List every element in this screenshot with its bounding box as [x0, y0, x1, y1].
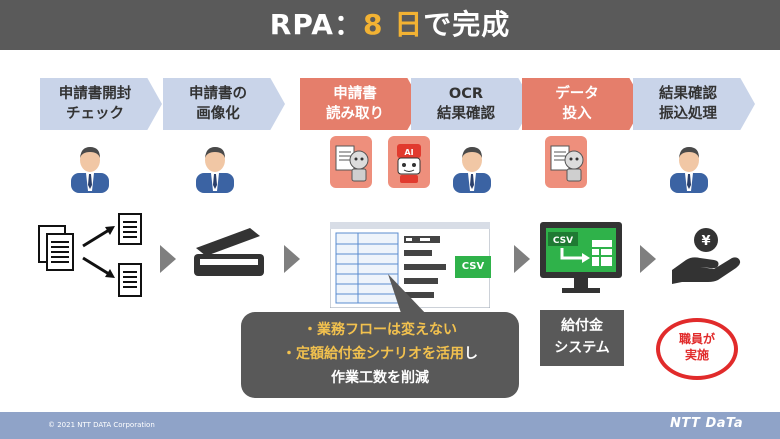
footer-bar [0, 412, 780, 439]
svg-text:¥: ¥ [701, 234, 710, 249]
system-label: 給付金 システム [554, 318, 610, 356]
person-icon [670, 147, 708, 193]
payment-hand-icon: ¥ [672, 228, 741, 284]
person-icon [196, 147, 234, 193]
slide-title: RPA：8 日で完成 [269, 8, 511, 41]
person-icon [453, 147, 491, 193]
step-transfer: 結果確認振込処理 [633, 78, 755, 130]
system-label-box [540, 310, 624, 366]
person-icon [71, 147, 109, 193]
staff-stamp-text: 職員が 実施 [678, 332, 715, 362]
flow-arrow [514, 245, 530, 273]
application-form-screen [330, 222, 490, 308]
documents-distribution-icon [38, 213, 142, 297]
robot-document-icon [335, 145, 369, 182]
title-bar [0, 0, 780, 50]
flow-arrow [160, 245, 176, 273]
csv-badge: CSV [455, 256, 491, 278]
flow-arrow [640, 245, 656, 273]
summary-callout [241, 312, 519, 398]
svg-text:AI: AI [404, 148, 413, 157]
step-reading: 申請書読み取り [300, 78, 422, 130]
ntt-data-logo: NTT DaTa [670, 416, 744, 431]
robot-input-badge [545, 136, 587, 188]
step-imaging: 申請書の画像化 [163, 78, 285, 130]
benefit-system-monitor-icon: CSV [540, 222, 622, 293]
ai-robot-icon: AI [397, 144, 421, 183]
copyright-text: © 2021 NTT DATA Corporation [48, 421, 155, 429]
summary-callout-text: ・業務フローは変えない ・定額給付金シナリオを活用し 作業工数を削減 [282, 322, 478, 386]
step-data-input: データ投入 [522, 78, 644, 130]
title-highlight: 8 日 [362, 8, 424, 41]
robot-reader-badge [330, 136, 372, 188]
robot-document-icon [550, 145, 584, 182]
step-envelope-check: 申請書開封チェック [40, 78, 162, 130]
callout-pointer [388, 274, 428, 316]
svg-text:CSV: CSV [553, 236, 573, 246]
staff-stamp [656, 318, 738, 380]
flow-arrow [284, 245, 300, 273]
scanner-icon [194, 228, 264, 276]
ai-robot-badge: AI [388, 136, 430, 188]
